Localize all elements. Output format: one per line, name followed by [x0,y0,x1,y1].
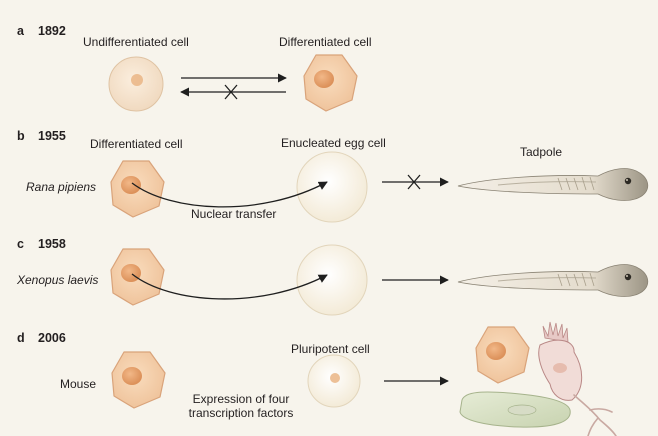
differentiated-cell-b-label: Differentiated cell [90,137,183,151]
mouse-label: Mouse [60,377,97,391]
panel-letter-b: b [17,129,25,143]
neuron-icon [538,321,617,436]
blocked-arrow-icon [382,174,449,190]
tadpole-c-icon [457,264,649,298]
mouse-cell-icon [111,351,166,409]
panel-year-a: 1892 [38,24,66,38]
muscle-cell-icon [459,391,571,428]
undifferentiated-cell-icon [108,56,164,112]
expression-label-line1: Expression of four [192,392,290,406]
pluripotent-cell-label: Pluripotent cell [291,342,370,356]
differentiated-cell-b-icon [110,160,165,218]
differentiated-cell-c-icon [110,248,165,306]
undifferentiated-cell-label: Undifferentiated cell [83,35,189,49]
blocked-reverse-arrow-icon [180,84,286,100]
panel-year-b: 1955 [38,129,66,143]
egg-cell-c-icon [296,244,368,316]
enucleated-egg-icon [296,151,368,223]
enucleated-egg-cell-label: Enucleated egg cell [281,136,386,150]
panel-letter-a: a [17,24,24,38]
expression-label-line2: transcription factors [188,406,294,420]
differentiated-cell-label: Differentiated cell [279,35,372,49]
panel-year-d: 2006 [38,331,66,345]
panel-letter-d: d [17,331,25,345]
differentiated-hex-cell-icon [475,326,530,384]
tadpole-label: Tadpole [520,145,563,159]
xenopus-laevis-label: Xenopus laevis [17,273,99,287]
differentiated-cell-icon [303,54,358,112]
nuclear-transfer-label: Nuclear transfer [191,207,277,221]
pluripotent-cell-icon [307,354,361,408]
tadpole-icon [457,168,649,202]
rana-pipiens-label: Rana pipiens [26,180,97,194]
curved-arrow-c-icon [131,273,328,300]
curved-arrow-icon [131,181,328,208]
panel-letter-c: c [17,237,24,251]
panel-year-c: 1958 [38,237,66,251]
